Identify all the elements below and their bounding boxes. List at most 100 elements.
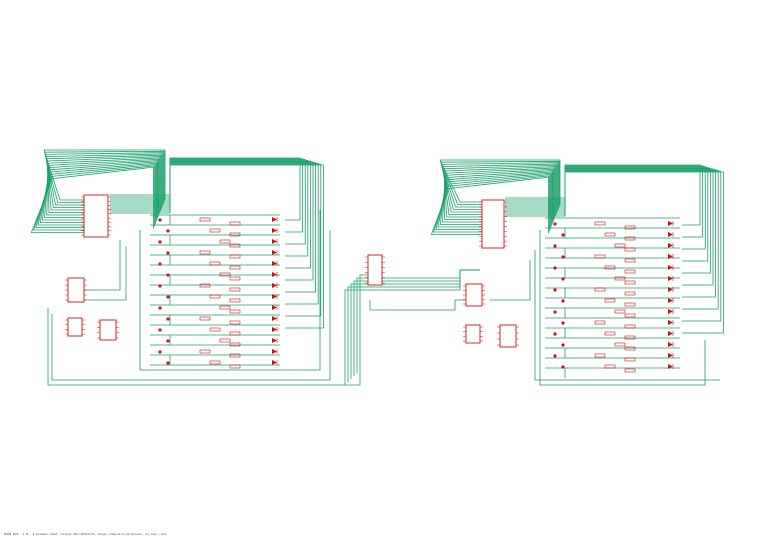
wire [435, 174, 551, 230]
wire [490, 260, 531, 301]
transistor [553, 222, 557, 226]
diode [668, 309, 673, 314]
resistor [209, 294, 221, 299]
wire [110, 159, 306, 245]
transistor [553, 310, 557, 314]
diode [272, 360, 277, 365]
resistor [199, 316, 211, 321]
wire [39, 161, 158, 223]
resistor [624, 324, 636, 329]
diode [272, 316, 277, 321]
wire [505, 166, 706, 250]
transistor [561, 365, 565, 369]
wire [110, 160, 311, 269]
wire [110, 163, 319, 305]
diode [272, 217, 277, 222]
resistor [229, 276, 241, 281]
wire [505, 164, 701, 226]
diode [272, 228, 277, 233]
transistor [166, 251, 170, 255]
wire [47, 274, 380, 386]
transistor [561, 299, 565, 303]
transistor [158, 350, 162, 354]
components [65, 194, 674, 373]
resistor [199, 217, 211, 222]
transistor [561, 321, 565, 325]
wire [30, 166, 154, 233]
wire [46, 156, 162, 213]
transistor [553, 332, 557, 336]
resistor [209, 327, 221, 332]
diode [668, 276, 673, 281]
wire [46, 154, 162, 211]
resistor [604, 265, 616, 270]
wire [350, 269, 480, 379]
left-wire-bundle [30, 149, 380, 386]
sheet-footer: EEVEE 2019 - 1.22 - 0 schematic sheet, r… [4, 533, 167, 536]
wire [441, 170, 554, 223]
wire [356, 269, 480, 373]
transistor [553, 244, 557, 248]
wire [51, 230, 331, 381]
diode [668, 232, 673, 237]
diode [272, 250, 277, 255]
wire [353, 269, 480, 376]
resistor [614, 309, 626, 314]
wire [80, 246, 127, 301]
resistor [624, 357, 636, 362]
wire [33, 165, 155, 231]
diode [272, 261, 277, 266]
wire [35, 164, 156, 228]
wire [80, 240, 121, 291]
diode [668, 221, 673, 226]
diode [668, 254, 673, 259]
wire [44, 158, 160, 218]
transistor [158, 262, 162, 266]
right-wire-bundle [430, 159, 724, 386]
resistor [614, 276, 626, 281]
diode [272, 305, 277, 310]
resistor [229, 309, 241, 314]
resistor [614, 243, 626, 248]
wire [505, 165, 703, 238]
transistor [561, 233, 565, 237]
transistor [561, 343, 565, 347]
resistor [604, 232, 616, 237]
resistor [219, 305, 231, 310]
wire [440, 162, 559, 210]
wire [139, 210, 321, 371]
transistor [166, 317, 170, 321]
transistor [158, 306, 162, 310]
ic-chip [465, 283, 483, 307]
resistor [604, 364, 616, 369]
resistor [624, 258, 636, 263]
wire [439, 159, 561, 205]
resistor [229, 298, 241, 303]
diode [668, 320, 673, 325]
transistor [158, 218, 162, 222]
resistor [594, 287, 606, 292]
resistor [624, 313, 636, 318]
wire [505, 170, 722, 322]
transistor [158, 284, 162, 288]
wire [110, 161, 314, 281]
resistor [229, 243, 241, 248]
resistor [624, 291, 636, 296]
transistor [166, 339, 170, 343]
resistor [229, 287, 241, 292]
wire [437, 172, 552, 228]
wire [41, 160, 159, 221]
resistor [624, 346, 636, 351]
bridge-wires [344, 269, 480, 385]
wire [430, 176, 549, 235]
diode [668, 298, 673, 303]
resistor [229, 221, 241, 226]
resistor [594, 353, 606, 358]
resistor [624, 247, 636, 252]
ic-chip [67, 277, 85, 303]
resistor [199, 349, 211, 354]
resistor [614, 342, 626, 347]
wire [44, 152, 164, 206]
transistor [166, 273, 170, 277]
diode [668, 243, 673, 248]
